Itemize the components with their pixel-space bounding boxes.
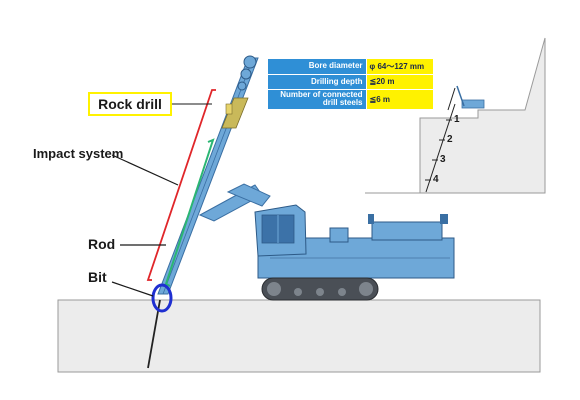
impact-system-leader [111, 154, 179, 186]
bit-label: Bit [88, 269, 107, 285]
spec-value: ≦6 m [365, 89, 433, 110]
spec-label: Drilling depth [268, 74, 366, 90]
rod-label: Rod [88, 236, 116, 252]
bit-leader [111, 281, 154, 297]
spec-value: φ 64〜127 mm [365, 59, 433, 75]
bench-step-number: 4 [433, 174, 439, 185]
drill-mast [157, 55, 259, 295]
rock-drill-unit [221, 97, 249, 129]
spec-value: ≦20 m [365, 74, 433, 90]
quarry-bench [365, 37, 546, 194]
spec-label: Bore diameter [268, 59, 366, 75]
red-bracket [146, 89, 216, 281]
operator-cab [254, 204, 307, 257]
spec-row-bore-diameter: Bore diameter φ 64〜127 mm [268, 59, 433, 75]
boom-arm [198, 183, 271, 222]
ground-surface [57, 299, 541, 373]
bench-hole-line [425, 103, 456, 193]
impact-system-label: Impact system [33, 146, 124, 161]
green-bracket [164, 138, 215, 287]
rock-drill-label: Rock drill [88, 92, 172, 116]
spec-row-drill-steels: Number of connected drill steels ≦6 m [268, 89, 433, 110]
bench-step-number: 2 [447, 134, 453, 145]
spec-label: Number of connected drill steels [268, 89, 366, 110]
bit-circle [151, 283, 173, 313]
bench-step-number: 3 [440, 154, 446, 165]
spec-row-drilling-depth: Drilling depth ≦20 m [268, 74, 433, 90]
spec-table: Bore diameter φ 64〜127 mm Drilling depth… [268, 59, 433, 110]
crawler-track [261, 277, 379, 301]
small-rig-icon [447, 85, 485, 111]
bench-step-number: 1 [454, 114, 460, 125]
